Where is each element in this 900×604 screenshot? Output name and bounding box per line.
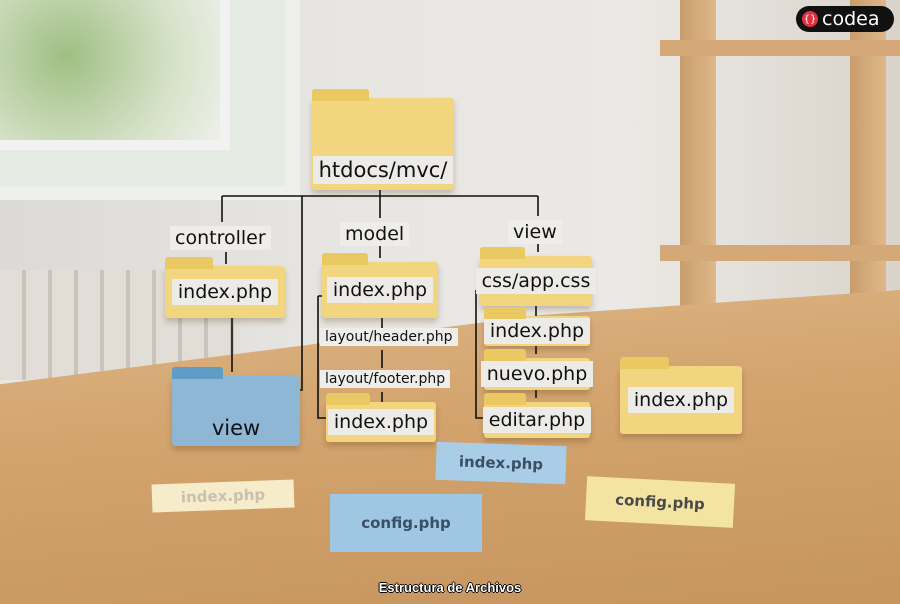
window	[0, 0, 300, 200]
controller-label: controller	[170, 226, 271, 250]
paper-config-blue: config.php	[330, 494, 482, 552]
model-index-folder: index.php	[322, 253, 438, 318]
root-folder: htdocs/mvc/	[312, 89, 454, 190]
view-index-file: index.php	[483, 307, 591, 346]
codea-logo: {} codea	[796, 6, 894, 32]
loose-index-folder: index.php	[620, 357, 742, 434]
view-nuevo-file: nuevo.php	[480, 349, 594, 390]
window-glass	[0, 0, 230, 150]
folder-label: nuevo.php	[480, 361, 594, 387]
logo-mark-icon: {}	[802, 11, 818, 27]
view-css-folder: css/app.css	[475, 247, 597, 306]
folder-label: css/app.css	[475, 268, 597, 294]
wooden-shelf	[660, 0, 900, 330]
folder-label: index.php	[326, 277, 434, 303]
folder-label: editar.php	[482, 407, 592, 433]
folder-label: index.php	[627, 387, 735, 413]
root-folder-label: htdocs/mvc/	[312, 156, 454, 184]
paper-index-faded: index.php	[151, 479, 295, 513]
model-step-footer: layout/footer.php	[320, 370, 451, 388]
view-label: view	[508, 220, 562, 244]
model-label: model	[340, 222, 410, 246]
caption: Estructura de Archivos	[378, 580, 522, 595]
logo-text: codea	[822, 8, 880, 30]
paper-config-yellow: config.php	[584, 476, 736, 528]
model-step-header: layout/header.php	[320, 328, 458, 346]
model-bottom-index-folder: index.php	[326, 393, 436, 442]
paper-index-blue: index.php	[435, 441, 567, 485]
controller-view-folder: view	[172, 367, 300, 446]
folder-label: index.php	[327, 409, 435, 435]
view-editar-file: editar.php	[482, 393, 592, 438]
folder-label: view	[211, 416, 261, 440]
controller-index-folder: index.php	[165, 257, 285, 318]
folder-label: index.php	[483, 318, 591, 344]
folder-label: index.php	[171, 279, 279, 305]
